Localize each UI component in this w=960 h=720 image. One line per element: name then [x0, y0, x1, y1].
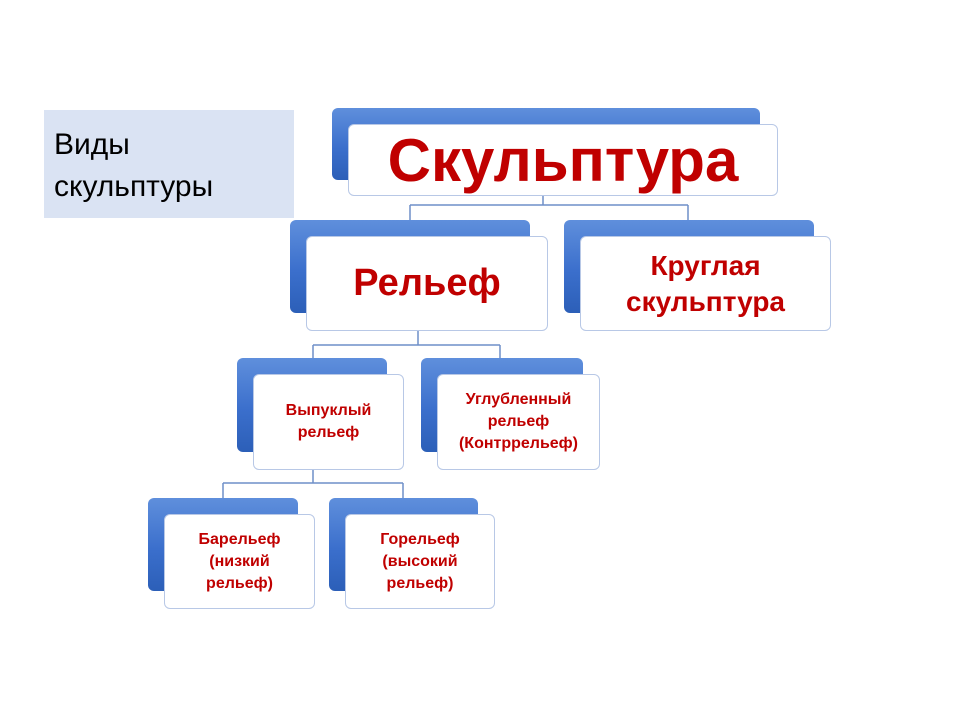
node-sunken-relief-front: Углубленный рельеф (Контррельеф) — [437, 374, 600, 470]
node-bas-relief-front: Барельеф (низкий рельеф) — [164, 514, 315, 609]
node-convex-relief-line-2: рельеф — [297, 424, 360, 441]
node-bas-relief-line-2: (низкий — [209, 552, 270, 570]
node-round-sculpture-line-1: Круглая — [650, 249, 761, 281]
node-bas-relief-line-1: Барельеф — [198, 530, 281, 548]
node-round-sculpture: Круглая скульптура — [564, 220, 831, 331]
slide-title-line-1: Виды — [54, 128, 130, 161]
node-sunken-relief: Углубленный рельеф (Контррельеф) — [421, 358, 600, 470]
node-sculpture-label: Скульптура — [387, 126, 739, 194]
node-relief-label: Рельеф — [353, 262, 501, 304]
node-sculpture: Скульптура — [332, 108, 778, 196]
node-convex-relief: Выпуклый рельеф — [237, 358, 404, 470]
node-high-relief-front: Горельеф (высокий рельеф) — [345, 514, 495, 609]
node-convex-relief-front: Выпуклый рельеф — [253, 374, 404, 470]
node-convex-relief-line-1: Выпуклый — [285, 402, 372, 419]
slide-title-line-2: скульптуры — [54, 170, 214, 203]
node-relief: Рельеф — [290, 220, 548, 331]
connector-convex-children — [222, 468, 404, 498]
node-sunken-relief-line-3: (Контррельеф) — [458, 435, 579, 452]
node-sunken-relief-line-2: рельеф — [487, 413, 550, 430]
node-high-relief-line-1: Горельеф — [380, 530, 460, 548]
slide-title: Виды скульптуры — [44, 110, 294, 218]
node-round-sculpture-front: Круглая скульптура — [580, 236, 831, 331]
connector-relief-children — [312, 330, 501, 358]
node-high-relief-line-3: рельеф) — [386, 574, 454, 592]
node-sunken-relief-line-1: Углубленный — [465, 391, 572, 408]
node-high-relief-line-2: (высокий — [382, 552, 458, 570]
node-relief-front: Рельеф — [306, 236, 548, 331]
node-round-sculpture-line-2: скульптура — [626, 285, 785, 317]
node-bas-relief: Барельеф (низкий рельеф) — [148, 498, 315, 609]
connector-root-children — [409, 195, 689, 220]
node-bas-relief-line-3: рельеф) — [206, 574, 273, 592]
node-sculpture-front: Скульптура — [348, 124, 778, 196]
node-high-relief: Горельеф (высокий рельеф) — [329, 498, 495, 609]
